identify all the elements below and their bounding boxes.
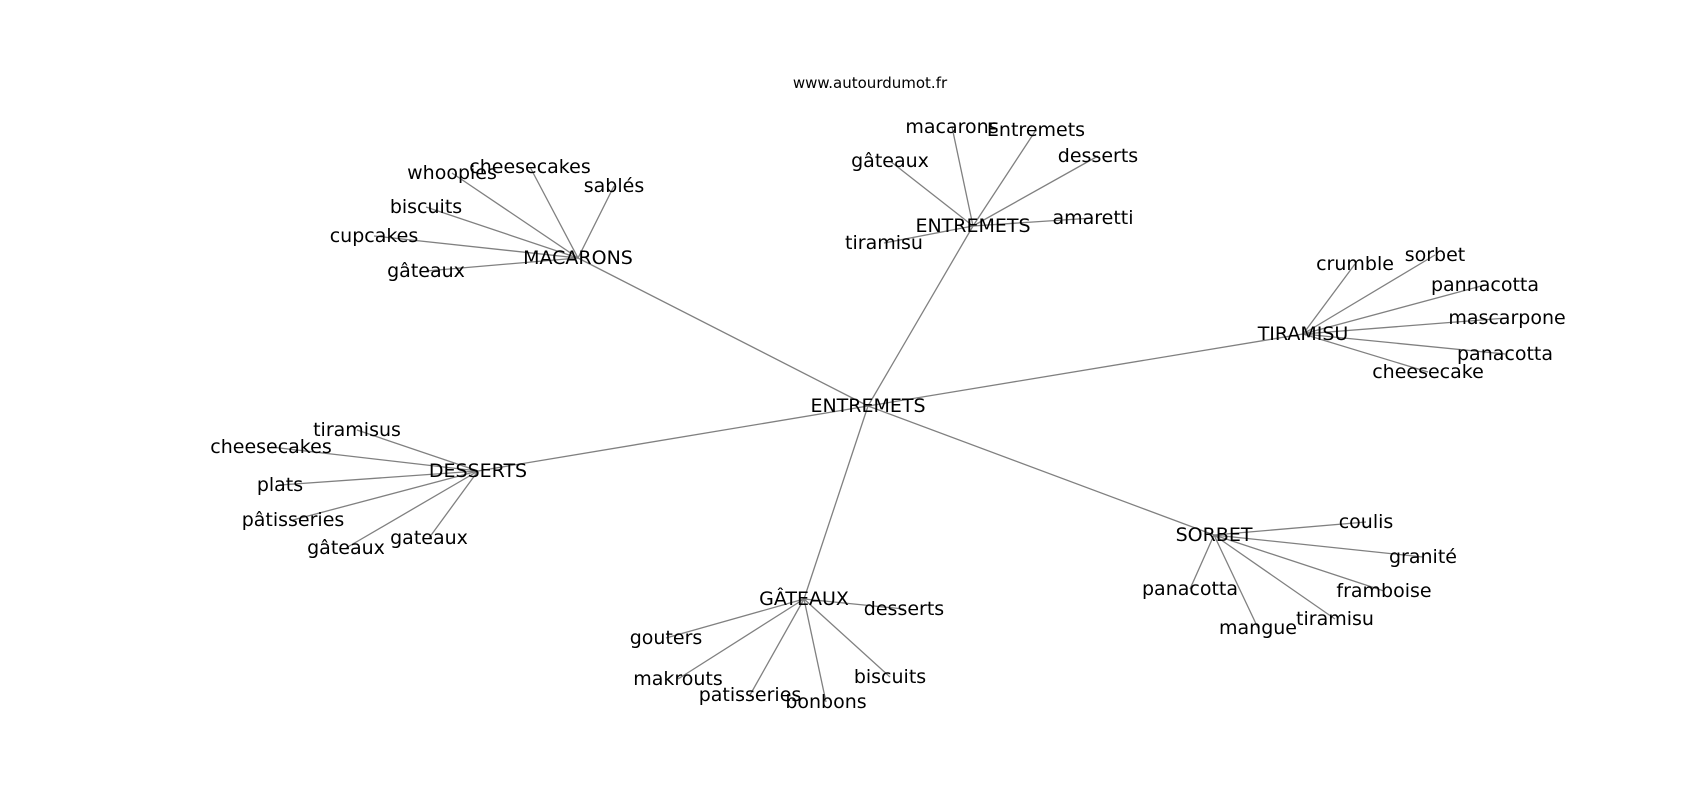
leaf-edge — [1213, 534, 1424, 558]
leaf-edge — [803, 598, 891, 678]
leaf-word: makrouts — [633, 668, 723, 690]
leaf-word: panacotta — [1142, 578, 1238, 600]
leaf-word: coulis — [1339, 511, 1394, 533]
leaf-edge — [972, 217, 1094, 227]
leaf-edge — [577, 185, 615, 259]
leaf-edge — [356, 429, 479, 472]
cluster-nodes: cheesecakessabléswhoopiesbiscuitscupcake… — [210, 116, 1565, 713]
leaf-word: crumble — [1316, 253, 1394, 275]
leaf-word: whoopies — [407, 162, 497, 184]
leaf-word: macarons — [905, 116, 998, 138]
leaf-edge — [1302, 254, 1436, 335]
leaf-word: Entremets — [987, 119, 1085, 141]
center-edge — [477, 405, 869, 472]
leaf-word: cupcakes — [330, 225, 419, 247]
leaf-edge — [951, 126, 974, 227]
leaf-edge — [279, 470, 479, 486]
leaf-edge — [803, 598, 827, 703]
leaf-edge — [1213, 534, 1385, 592]
center-edge — [867, 333, 1304, 407]
leaf-word: biscuits — [390, 196, 462, 218]
leaf-word: patisseries — [699, 684, 802, 706]
leaf-word: sorbet — [1405, 244, 1466, 266]
leaf-word: gâteaux — [307, 537, 385, 559]
center-edge — [803, 405, 869, 600]
leaf-word: granité — [1389, 546, 1457, 568]
leaf-word: biscuits — [854, 666, 926, 688]
leaf-edge — [270, 446, 479, 472]
leaf-word: gateaux — [390, 527, 468, 549]
leaf-word: cheesecakes — [469, 156, 590, 178]
leaf-edge — [529, 166, 579, 259]
hub-node: MACARONS — [523, 247, 633, 269]
hub-node: TIRAMISU — [1257, 323, 1349, 345]
leaf-edge — [677, 598, 805, 680]
leaf-word: mascarpone — [1448, 307, 1565, 329]
leaf-word: sablés — [584, 175, 644, 197]
leaf-word: framboise — [1336, 580, 1431, 602]
leaf-word: tiramisu — [845, 232, 923, 254]
leaf-edge — [749, 598, 805, 696]
cluster-group: crumble sorbet pannacotta mascarpone panacot… — [1257, 244, 1566, 383]
leaf-edge — [345, 470, 479, 549]
source-caption: www.autourdumot.fr — [793, 74, 948, 92]
hub-node: ENTREMETS — [915, 215, 1030, 237]
leaf-edge — [373, 235, 579, 259]
leaf-edge — [425, 257, 579, 272]
leaf-word: cheesecake — [1372, 361, 1484, 383]
leaf-edge — [1302, 333, 1429, 373]
leaf-edge — [451, 172, 579, 259]
leaf-word: cheesecakes — [210, 436, 331, 458]
leaf-edge — [1302, 284, 1486, 335]
leaf-word: tiramisus — [313, 419, 401, 441]
leaf-edge — [1189, 534, 1215, 590]
leaf-edge — [1302, 317, 1508, 335]
leaf-edge — [425, 206, 579, 259]
leaf-word: desserts — [864, 598, 944, 620]
leaf-word: mangue — [1219, 617, 1297, 639]
leaf-word: desserts — [1058, 145, 1138, 167]
leaf-edge — [1302, 263, 1356, 335]
hub-node: DESSERTS — [429, 460, 527, 482]
leaf-word: tiramisu — [1296, 608, 1374, 630]
leaf-word: amaretti — [1052, 207, 1133, 229]
leaf-edge — [428, 470, 479, 539]
leaf-edge — [972, 129, 1037, 227]
hub-node: GÂTEAUX — [759, 587, 849, 610]
leaf-edge — [972, 155, 1099, 227]
leaf-edge — [889, 160, 974, 227]
center-edge — [577, 257, 869, 407]
leaf-edge — [292, 470, 479, 521]
leaf-edge — [883, 225, 974, 244]
leaf-edge — [1213, 521, 1367, 536]
center-node: ENTREMETS — [810, 395, 925, 417]
leaf-word: gouters — [630, 627, 703, 649]
hub-node: SORBET — [1176, 524, 1253, 546]
leaf-word: panacotta — [1457, 343, 1553, 365]
cluster-group: desserts gouters makroutspatisseriesbonbon… — [630, 587, 944, 713]
leaf-edge — [1213, 534, 1336, 620]
leaf-word: pâtisseries — [242, 509, 345, 531]
leaf-word: plats — [257, 474, 303, 496]
center-edge — [867, 405, 1215, 536]
graph-edges — [270, 126, 1508, 703]
leaf-word: pannacotta — [1431, 274, 1539, 296]
leaf-edge — [803, 598, 905, 610]
leaf-edge — [665, 598, 805, 639]
leaf-word: gâteaux — [851, 150, 929, 172]
leaf-edge — [1213, 534, 1259, 629]
leaf-edge — [1302, 333, 1506, 355]
leaf-word: bonbons — [785, 691, 866, 713]
leaf-word: gâteaux — [387, 260, 465, 282]
center-edge — [867, 225, 974, 407]
